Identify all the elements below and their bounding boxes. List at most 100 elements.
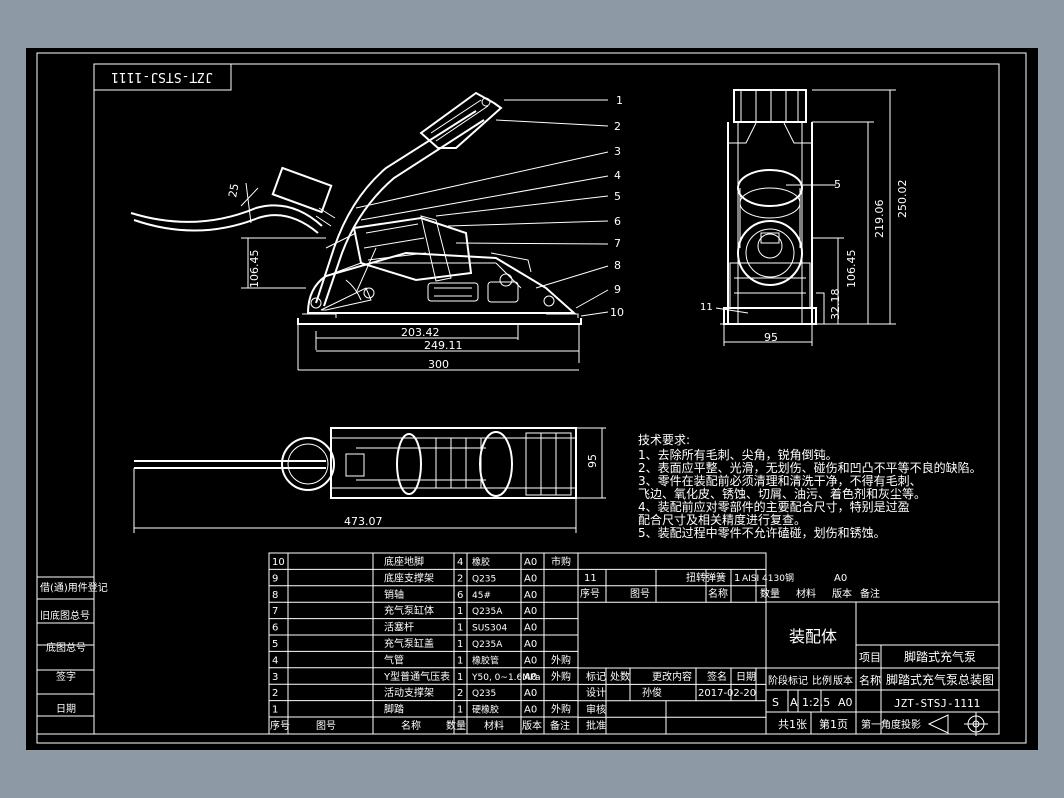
callout-4: 4 [614, 169, 621, 182]
drawing-number: JZT-STSJ-1111 [894, 697, 980, 710]
bom-no: 8 [272, 590, 278, 601]
side-callout-5: 5 [834, 178, 841, 191]
assembly-label: 装配体 [789, 627, 837, 646]
bom-row11-material: AISI 4130钢 [742, 572, 794, 584]
dim-219-06: 219.06 [873, 200, 886, 239]
bom-r-header-material: 材料 [796, 587, 816, 600]
bom-version: A0 [524, 655, 537, 666]
top-hose [134, 460, 326, 469]
bom-no: 3 [272, 672, 278, 683]
projection-label: 第一角度投影 [861, 718, 921, 731]
bom-material: Q235A [472, 607, 503, 617]
bom-r-header-version: 版本 [832, 587, 852, 600]
bom-version: A0 [524, 557, 537, 568]
design-date: 2017-02-20 [698, 688, 756, 699]
hose [130, 204, 323, 227]
left-label: 签字 [56, 670, 76, 683]
bom-no: 6 [272, 623, 278, 634]
dim-25: 25 [226, 182, 241, 198]
bom-no: 9 [272, 573, 278, 584]
bom-no: 1 [272, 705, 278, 716]
top-view: 95 473.07 [133, 427, 606, 533]
dim-95-side: 95 [764, 331, 778, 344]
bom-qty: 2 [457, 688, 463, 699]
approve-label: 批准 [586, 719, 606, 732]
bom-row11-name: 扭转弹簧 [686, 571, 726, 584]
top-cylinder-end [396, 433, 422, 495]
side-callout-11: 11 [700, 302, 713, 313]
bom-name: 底座支撑架 [384, 571, 434, 584]
bom-qty: 1 [457, 623, 463, 634]
callout-5: 5 [614, 190, 621, 203]
bom-name: 底座地脚 [384, 555, 424, 568]
bom-name: 充气泵缸盖 [384, 637, 434, 650]
bom-qty: 1 [457, 672, 463, 683]
bom-version: A0 [524, 688, 537, 699]
top-gauge-ring [281, 437, 335, 491]
side-view: 250.02 219.06 106.45 32.18 95 5 11 [700, 89, 909, 346]
rev-header-sign: 签名 [707, 670, 727, 683]
projection-cone-icon [927, 714, 949, 734]
dim-203-42: 203.42 [401, 326, 440, 339]
pivot-pin [310, 297, 322, 309]
bom-qty: 6 [457, 590, 463, 601]
pedal-lever [315, 110, 477, 304]
base-slot [427, 282, 479, 302]
bom-no: 4 [272, 655, 278, 666]
bom-note: 外购 [551, 653, 571, 666]
left-label: 底图总号 [46, 641, 86, 654]
bom-no: 7 [272, 606, 278, 617]
sheet-count: 共1张 [778, 718, 807, 731]
bom-header-name: 名称 [401, 719, 421, 732]
tech-line: 5、装配过程中零件不允许磕碰，划伤和锈蚀。 [638, 525, 886, 540]
bom-material: 橡胶管 [472, 654, 499, 666]
item-label: 项目 [859, 651, 881, 664]
check-label: 审核 [586, 703, 606, 716]
bom-r-header-code: 图号 [630, 588, 650, 600]
dim-300: 300 [428, 358, 449, 371]
bom-name: 活塞杆 [384, 621, 414, 634]
top-frame [330, 427, 577, 499]
tech-line: 3、零件在装配前必须清理和清洗干净，不得有毛刺、 [638, 473, 922, 488]
stage-s: S [772, 696, 779, 709]
pressure-gauge [271, 166, 333, 214]
cad-viewport[interactable]: JZT-STSJ-1111 [26, 48, 1038, 750]
dim-32-18: 32.18 [829, 289, 842, 321]
title-block: 装配体 项目 脚踏式充气泵 名称 脚踏式充气泵总装图 JZT-STSJ-1111… [765, 601, 1000, 736]
tech-line: 飞边、氧化皮、锈蚀、切屑、油污、着色剂和灰尘等。 [638, 486, 926, 501]
left-label: 旧底图总号 [40, 609, 90, 622]
callout-2: 2 [614, 120, 621, 133]
bom-material: 硬橡胶 [472, 704, 499, 716]
bom-material: Q235A [472, 640, 503, 650]
bom-no: 10 [272, 557, 285, 568]
rev-header-content: 更改内容 [652, 670, 692, 683]
bom-r-header-name: 名称 [708, 587, 728, 600]
name-value: 脚踏式充气泵总装图 [886, 672, 994, 687]
dim-473-07: 473.07 [344, 515, 383, 528]
tech-line: 配合尺寸及相关精度进行复查。 [638, 512, 806, 527]
bom-name: 气管 [384, 653, 404, 666]
tech-line: 1、去除所有毛刺、尖角，锐角倒钝。 [638, 447, 838, 462]
dim-250-02: 250.02 [896, 180, 909, 219]
callout-7: 7 [614, 237, 621, 250]
bom-header-version: 版本 [522, 719, 542, 732]
bom-row11-qty: 1 [734, 573, 740, 584]
tech-line: 4、装配前应对零部件的主要配合尺寸，特别是过盈 [638, 499, 910, 514]
bom-r-header-no: 序号 [580, 587, 600, 600]
bom-r-header-note: 备注 [860, 587, 880, 600]
bom-version: A0 [524, 672, 537, 683]
drawing-sheet: JZT-STSJ-1111 [26, 48, 1038, 750]
bom-material: Q235 [472, 689, 496, 699]
design-label: 设计 [586, 686, 606, 699]
bom-name: 充气泵缸体 [384, 604, 434, 617]
bom-material: 橡胶 [472, 556, 490, 568]
tech-title: 技术要求: [638, 433, 690, 447]
bom-note: 外购 [551, 703, 571, 716]
callout-3: 3 [614, 145, 621, 158]
front-view: 25 106.45 203.42 249.11 300 [130, 91, 582, 371]
name-label: 名称 [859, 673, 881, 687]
bom-header-no: 序号 [270, 719, 290, 732]
bom-version: A0 [524, 639, 537, 650]
bom-note: 市购 [551, 555, 571, 568]
